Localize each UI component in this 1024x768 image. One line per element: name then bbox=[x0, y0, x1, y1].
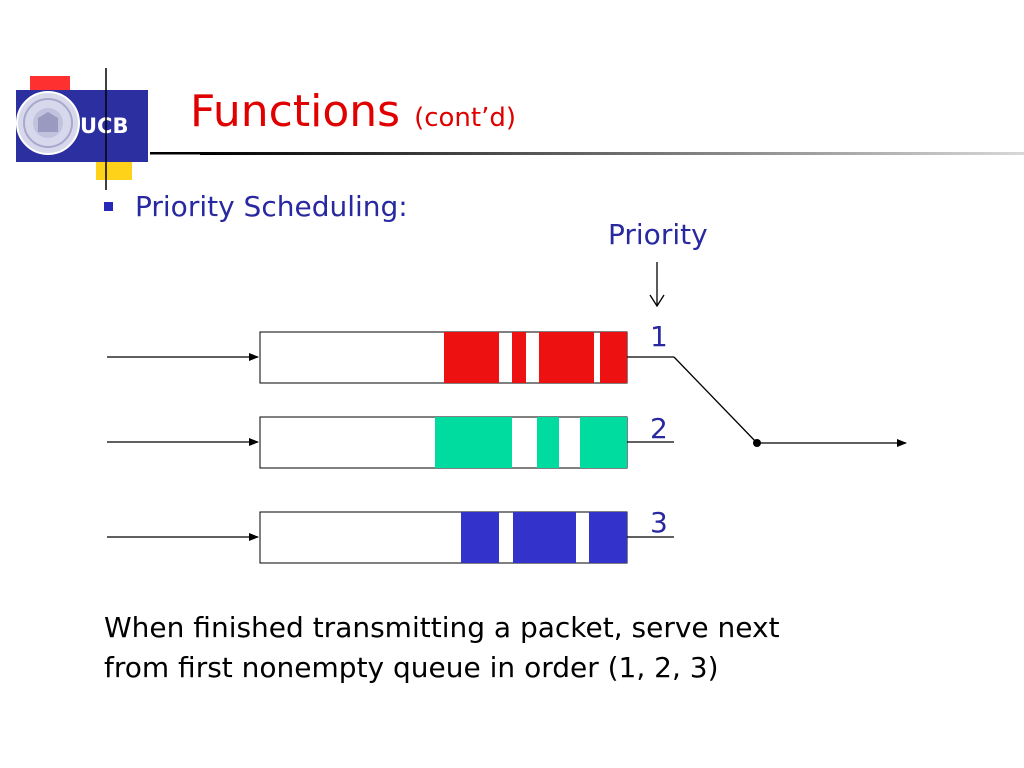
queue-1-label: 1 bbox=[650, 320, 668, 353]
queue-3-packet bbox=[513, 512, 576, 563]
queue-2-packet bbox=[580, 417, 627, 468]
queue-3-label: 3 bbox=[650, 506, 668, 539]
queue-2-packet bbox=[435, 417, 512, 468]
ucb-logo: UCB bbox=[16, 68, 200, 190]
queue-3: 3 bbox=[107, 506, 674, 564]
queue-1: 1 bbox=[107, 320, 674, 384]
queue-2: 2 bbox=[107, 412, 674, 469]
caption: When finished transmitting a packet, ser… bbox=[104, 608, 924, 688]
priority-arrow-head bbox=[649, 294, 665, 308]
queue-1-packet bbox=[444, 332, 499, 383]
queue-1-packet bbox=[600, 332, 627, 383]
title-rule bbox=[200, 152, 1024, 155]
logo-text: UCB bbox=[80, 114, 128, 138]
title-sub: (cont’d) bbox=[414, 103, 517, 133]
queue-3-packet bbox=[461, 512, 499, 563]
queue-2-label: 2 bbox=[650, 412, 668, 445]
title-main: Functions bbox=[190, 86, 401, 137]
queue-2-packet bbox=[537, 417, 559, 468]
queue-1-packet bbox=[539, 332, 594, 383]
university-seal-icon bbox=[16, 91, 80, 155]
scheduler-switch-arm bbox=[673, 356, 758, 444]
caption-line-2: from first nonempty queue in order (1, 2… bbox=[104, 651, 719, 684]
caption-line-1: When finished transmitting a packet, ser… bbox=[104, 611, 780, 644]
slide-title: Functions (cont’d) bbox=[190, 86, 517, 137]
bullet-square-icon bbox=[104, 202, 113, 211]
queue-3-packet bbox=[589, 512, 627, 563]
bullet-item: Priority Scheduling: bbox=[104, 190, 408, 223]
queue-1-packet bbox=[512, 332, 526, 383]
bullet-text: Priority Scheduling: bbox=[135, 190, 408, 223]
priority-label: Priority bbox=[608, 218, 708, 251]
